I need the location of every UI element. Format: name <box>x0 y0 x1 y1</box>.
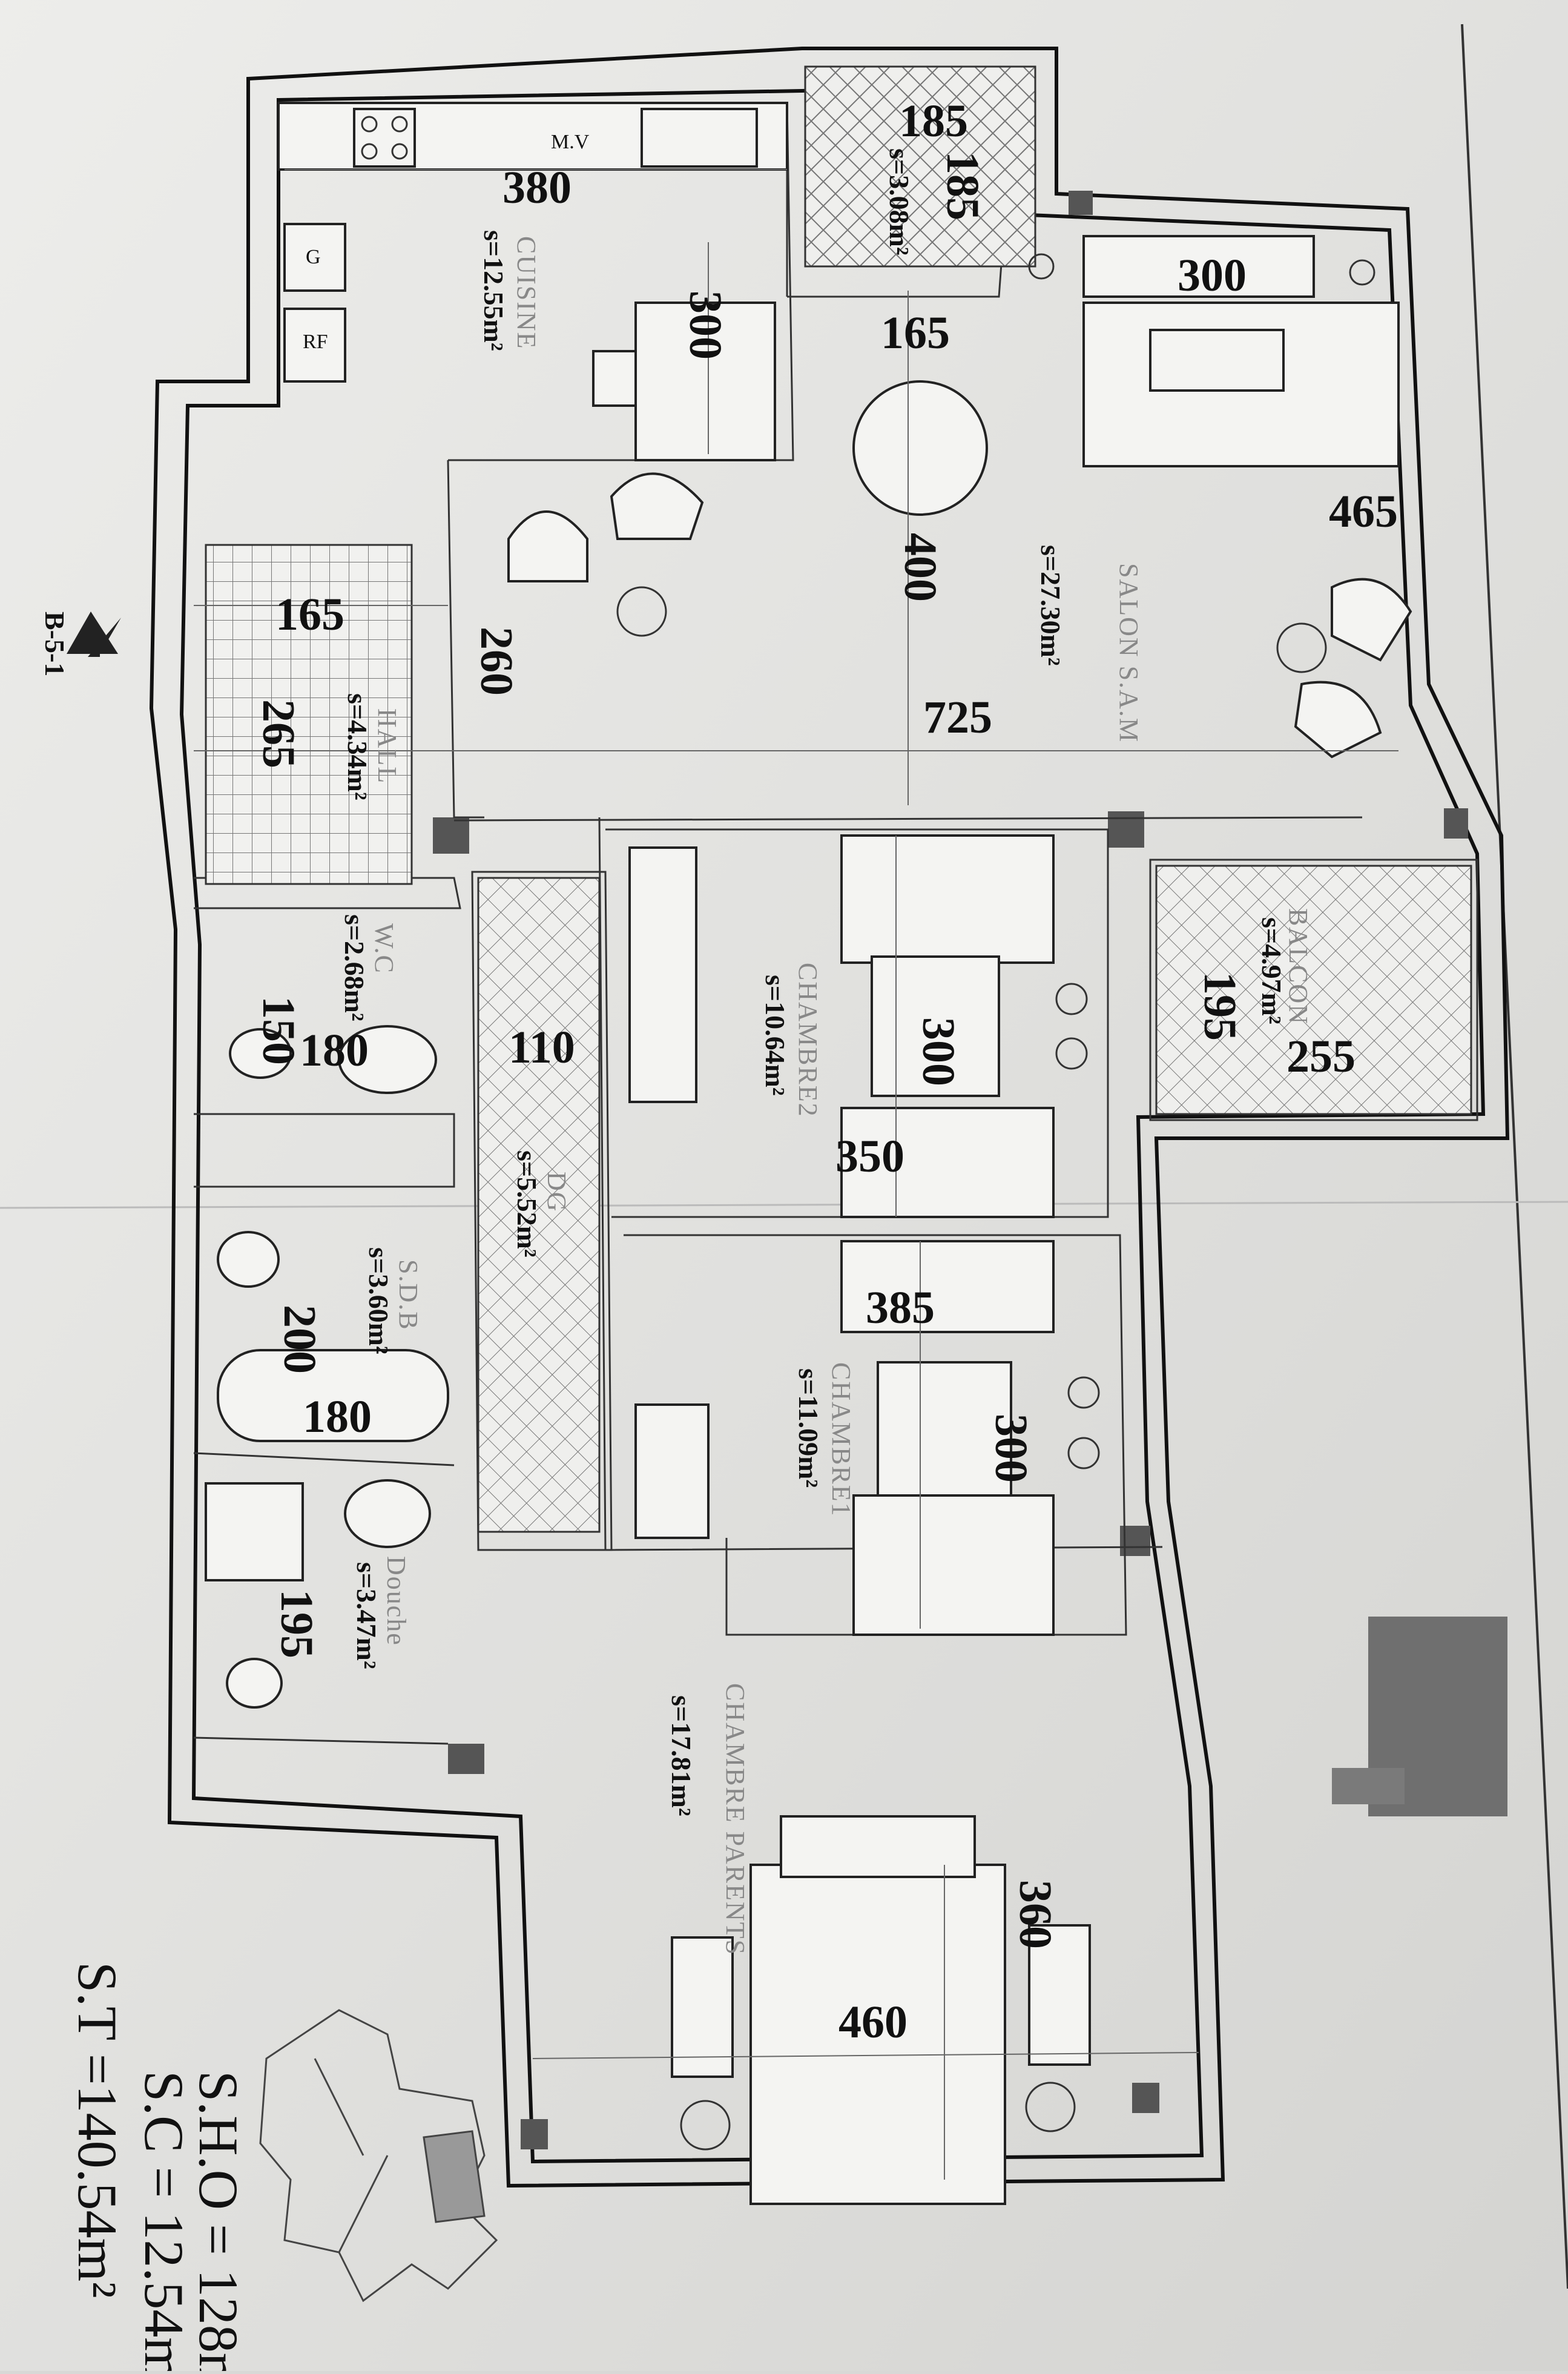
balcony-floor <box>1155 865 1472 1115</box>
room-name-chambre2: CHAMBRE2 <box>793 963 823 1118</box>
room-area-cuisine: s=12.55m² <box>478 230 509 351</box>
room-name-hall: HALL <box>372 708 402 784</box>
room-area-sechoir: s=3.08m² <box>884 148 915 256</box>
label-rf: RF <box>303 331 328 353</box>
dim-ch2-300: 300 <box>913 1017 964 1086</box>
sheet-label: B-5-1 <box>39 612 70 676</box>
room-name-balcon: BALCON <box>1283 908 1313 1025</box>
north-arrow-icon <box>67 612 121 657</box>
room-labels: CUISINE s=12.55m² s=3.08m² SALON S.A.M s… <box>339 148 1313 1956</box>
dimension-labels: 380 300 185 185 300 165 400 260 725 465 … <box>253 96 1398 2048</box>
dim-wc-150: 150 <box>253 996 304 1065</box>
dim-sdb-200: 200 <box>274 1305 325 1374</box>
dim-sechoir-185b: 185 <box>937 151 988 220</box>
wc-bowl-icon <box>338 1025 437 1094</box>
cooktop-icon <box>353 108 416 168</box>
redaction-tab <box>1332 1768 1405 1804</box>
round-table-icon <box>852 380 988 516</box>
summary-st: S.T =140.54m² <box>67 1962 128 2298</box>
sheet-border-right <box>1461 24 1568 2289</box>
hall-floor <box>205 544 413 885</box>
dim-cuisine-380: 380 <box>502 162 572 213</box>
label-g: G <box>306 246 321 268</box>
room-area-salon: s=27.30m² <box>1035 545 1066 666</box>
sink-icon <box>641 108 758 168</box>
dim-salon-400: 400 <box>895 533 946 602</box>
room-name-salon: SALON S.A.M <box>1114 563 1144 743</box>
dim-ch2-350: 350 <box>835 1131 904 1182</box>
room-name-douche: Douche <box>381 1556 411 1646</box>
dim-sechoir-185a: 185 <box>899 96 968 147</box>
dining-table-icon <box>634 302 776 461</box>
label-mv: M.V <box>551 131 590 153</box>
dim-parents-460: 460 <box>838 1997 908 2048</box>
room-name-parents: CHAMBRE PARENTS <box>720 1683 750 1956</box>
dim-ch1-300: 300 <box>986 1414 1036 1483</box>
shower-tray-icon <box>205 1482 304 1581</box>
room-name-wc: W.C <box>369 923 399 974</box>
bedroom-furniture <box>628 834 1100 2205</box>
room-area-sdb: s=3.60m² <box>363 1247 394 1354</box>
room-area-parents: s=17.81m² <box>666 1695 697 1816</box>
dim-dg-110: 110 <box>509 1022 575 1073</box>
dim-hall-165: 165 <box>275 589 344 640</box>
sechoir-floor <box>804 65 1036 268</box>
summary-sc: S.C = 12.54m² <box>133 2071 195 2371</box>
dim-wc-180: 180 <box>300 1025 369 1076</box>
room-area-dg: s=5.52m² <box>512 1150 542 1258</box>
dim-hall-265: 265 <box>253 699 304 768</box>
dim-salon-725: 725 <box>923 692 992 743</box>
basin-icon <box>229 1028 292 1079</box>
room-area-wc: s=2.68m² <box>339 914 370 1021</box>
appliance-labels: M.V G RF <box>303 131 590 353</box>
summary-sho: S.H.O = 128m² <box>188 2071 249 2371</box>
dim-cuisine-300: 300 <box>680 291 731 360</box>
salon-furniture <box>507 235 1412 759</box>
key-plan-icon <box>259 2009 498 2303</box>
outer-walls <box>149 47 1510 2188</box>
room-area-hall: s=4.34m² <box>342 693 373 800</box>
room-name-chambre1: CHAMBRE1 <box>826 1362 856 1517</box>
dim-salon-465: 465 <box>1329 486 1398 537</box>
partitions <box>193 102 1478 1745</box>
room-area-balcon: s=4.97m² <box>1256 917 1287 1024</box>
corridor-floor <box>477 877 601 1533</box>
room-name-sdb: S.D.B <box>394 1259 423 1331</box>
dim-balcon-255: 255 <box>1286 1031 1356 1082</box>
bathtub-icon <box>217 1349 449 1442</box>
dimension-lines <box>194 169 1398 2180</box>
dim-salon-165: 165 <box>881 308 950 358</box>
surface-summary: S.H.O = 128m² S.C = 12.54m² S.T =140.54m… <box>67 1962 249 2374</box>
room-area-chambre2: s=10.64m² <box>760 975 791 1096</box>
kitchen-fixtures <box>277 102 788 461</box>
dim-balcon-195: 195 <box>1194 972 1245 1041</box>
dim-ch1-385: 385 <box>866 1282 935 1333</box>
dim-salon-260: 260 <box>471 627 522 696</box>
room-area-douche: s=3.47m² <box>351 1562 382 1669</box>
room-name-dg: DG <box>542 1172 572 1213</box>
dim-douche-195: 195 <box>271 1589 322 1658</box>
room-name-cuisine: CUISINE <box>512 236 541 350</box>
dim-salon-300: 300 <box>1178 250 1247 301</box>
dim-parents-360: 360 <box>1010 1880 1061 1949</box>
sanitary-fixtures <box>205 1025 449 1709</box>
room-area-chambre1: s=11.09m² <box>793 1368 824 1488</box>
dim-sdb-180: 180 <box>303 1391 372 1442</box>
sheet-fold <box>0 1201 1568 1209</box>
